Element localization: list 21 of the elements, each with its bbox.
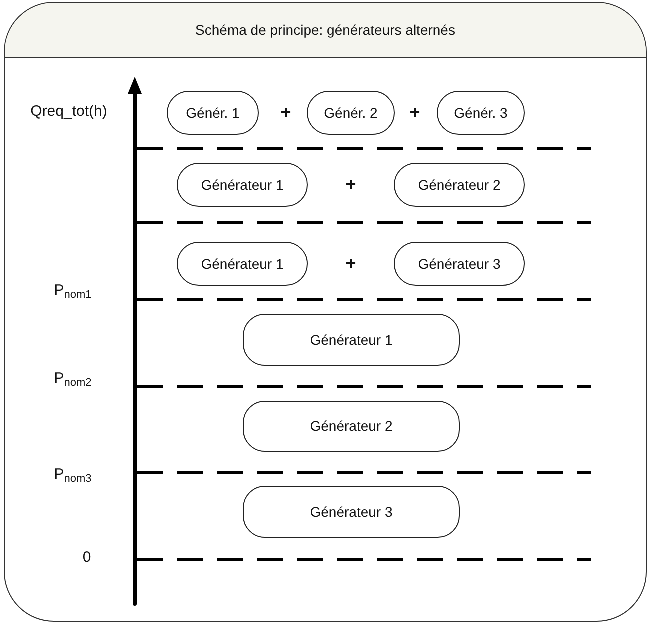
axis-label: 0 — [82, 548, 92, 568]
axis-label: P$_{nom2}$ — [54, 368, 92, 390]
frame-heading: Schéma de principe: générateurs alternés — [196, 20, 456, 40]
axis-label: P$_{nom1}$ — [54, 280, 92, 302]
plus-sign: + — [280, 102, 292, 124]
generator-pill: Générateur 2 — [394, 163, 525, 207]
generator-pill: Générateur 1 — [243, 314, 460, 366]
axis-label: Qreq_tot(h) — [30, 102, 108, 122]
generator-pill: Générateur 2 — [243, 401, 460, 452]
generator-pill: Générateur 3 — [243, 486, 460, 538]
plus-sign: + — [410, 102, 420, 124]
generator-pill: Génér. 2 — [307, 91, 395, 135]
generator-pill: Génér. 3 — [437, 91, 525, 135]
axis-label: P$_{nom3}$ — [54, 464, 92, 486]
generator-pill: Générateur 1 — [177, 242, 308, 286]
generator-pill: Génér. 1 — [167, 91, 259, 135]
generator-pill: Générateur 1 — [177, 163, 308, 207]
diagram-frame — [4, 2, 647, 622]
plus-sign: + — [346, 252, 356, 276]
generator-pill: Générateur 3 — [394, 242, 525, 286]
plus-sign: + — [346, 174, 356, 196]
